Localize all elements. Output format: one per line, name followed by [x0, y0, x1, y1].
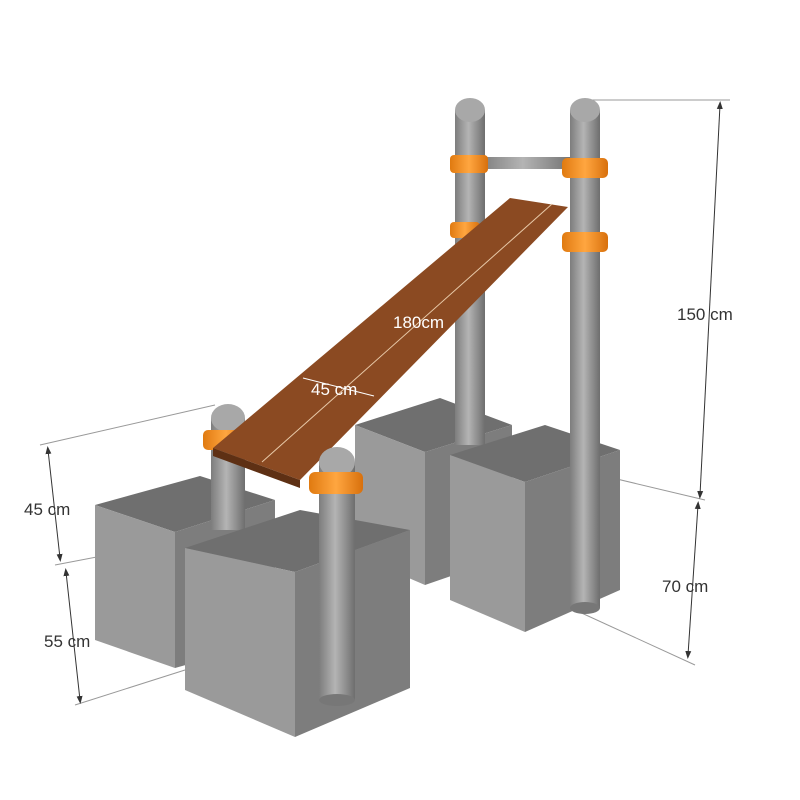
label-board-width: 45 cm [311, 380, 358, 399]
collar [309, 472, 363, 494]
label-block-height: 70 cm [662, 577, 709, 596]
label-total-height: 150 cm [677, 305, 733, 324]
concrete-block-front [185, 510, 410, 737]
label-front-post-height: 45 cm [24, 500, 71, 519]
label-front-block-height: 55 cm [44, 632, 91, 651]
label-board-length: 180cm [393, 313, 445, 332]
collar [450, 155, 488, 173]
collar [562, 158, 608, 178]
crossbar [480, 157, 575, 169]
collar [562, 232, 608, 252]
bench-board [213, 198, 568, 488]
front-right-post [319, 462, 355, 700]
back-right-post [570, 110, 600, 608]
